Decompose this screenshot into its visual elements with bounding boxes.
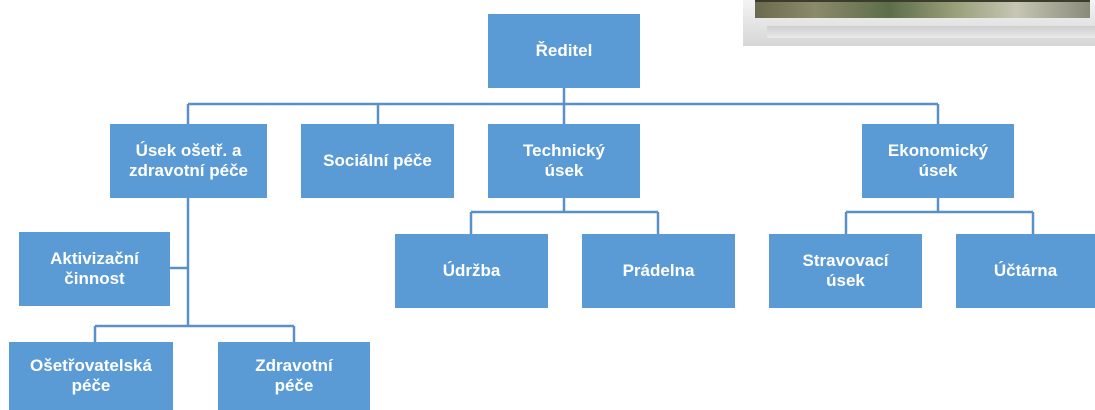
node-pradelna: Prádelna — [582, 234, 735, 308]
node-usek-osetrovatelske-pece: Úsek ošetř. a zdravotní péče — [110, 124, 267, 198]
node-udrzba: Údržba — [395, 234, 548, 308]
node-usek-label: Úsek ošetř. a zdravotní péče — [128, 141, 249, 180]
node-aktivizacni-cinnost: Aktivizační činnost — [19, 232, 170, 306]
node-zdravotni-pece: Zdravotní péče — [218, 342, 370, 410]
node-uctarna-label: Účtárna — [993, 261, 1058, 280]
node-reditel-label: Ředitel — [535, 41, 593, 60]
node-udrzba-label: Údržba — [442, 261, 501, 280]
photo — [755, 0, 1090, 18]
node-pradelna-label: Prádelna — [622, 261, 695, 280]
node-ekonomicky-label: Ekonomický úsek — [887, 141, 989, 180]
node-zdravotni-label: Zdravotní péče — [255, 356, 333, 395]
photo-corner-image — [743, 0, 1095, 46]
node-stravovaci-label: Stravovací úsek — [802, 251, 889, 290]
node-osetrovatelska-label: Ošetřovatelská péče — [30, 356, 152, 395]
node-aktivizacni-label: Aktivizační činnost — [50, 249, 139, 288]
node-osetrovatelska-pece: Ošetřovatelská péče — [9, 342, 173, 410]
node-socialni-label: Sociální péče — [323, 151, 432, 170]
node-technicky-usek: Technický úsek — [488, 124, 640, 198]
node-ekonomicky-usek: Ekonomický úsek — [862, 124, 1014, 198]
node-technicky-label: Technický úsek — [523, 141, 605, 180]
node-reditel: Ředitel — [488, 14, 640, 88]
photo-shadow — [767, 26, 1095, 38]
node-socialni-pece: Sociální péče — [301, 124, 454, 198]
node-uctarna: Účtárna — [956, 234, 1095, 308]
node-stravovaci-usek: Stravovací úsek — [769, 234, 922, 308]
